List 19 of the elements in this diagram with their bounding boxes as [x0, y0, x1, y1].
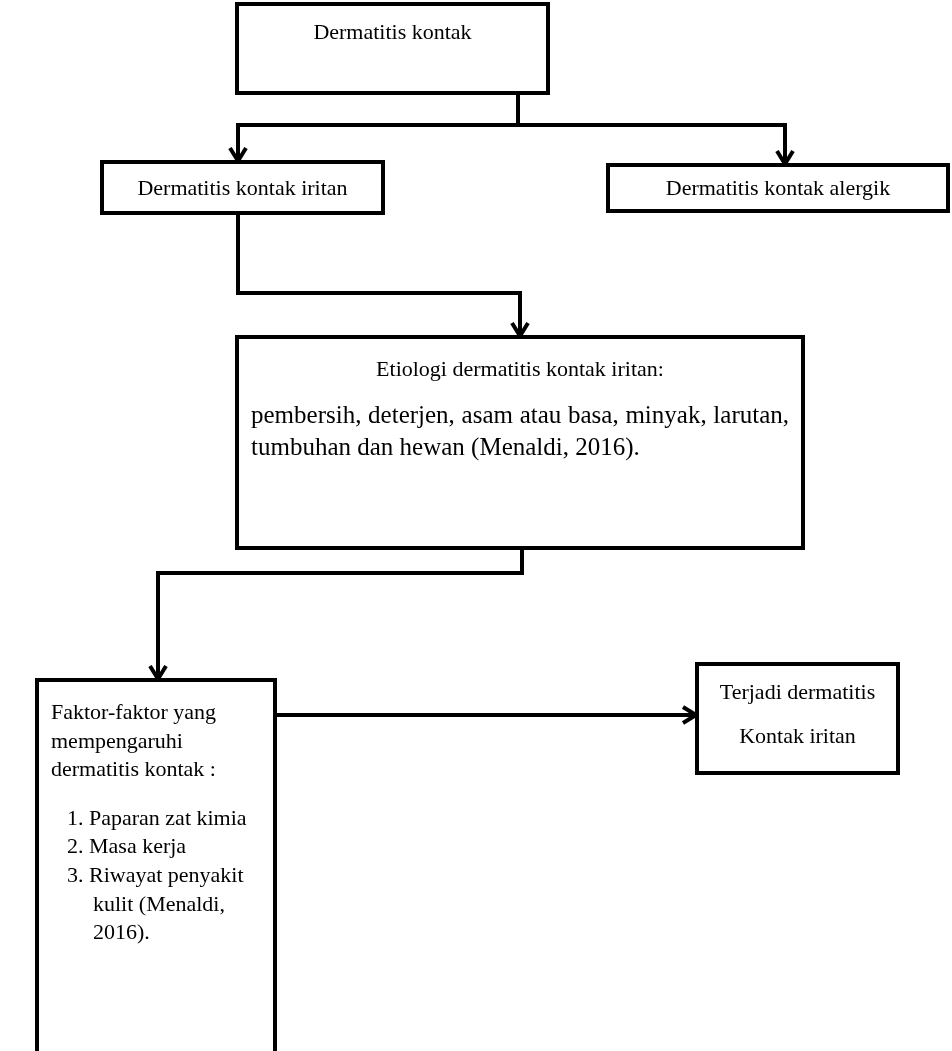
- process-box: [35, 678, 277, 1051]
- process-box: [100, 160, 385, 215]
- list-item: 1. Paparan zat kimia: [66, 803, 248, 832]
- process-box: [235, 335, 805, 550]
- box-text: Kontak iritan: [738, 721, 857, 749]
- arrow: [148, 550, 524, 681]
- arrow: [236, 215, 530, 338]
- process-box: [695, 662, 900, 775]
- box-text: Terjadi dermatitis: [718, 678, 877, 706]
- box-text: Dermatitis kontak alergik: [664, 174, 892, 202]
- box-heading: Faktor-faktor yang mempengaruhi dermatitis kontak :: [51, 698, 218, 784]
- list-item: 2. Masa kerja: [66, 832, 188, 861]
- box-text: Dermatitis kontak iritan: [136, 173, 349, 202]
- list-item: 3. Riwayat penyakit kulit (Menaldi, 2016).: [66, 860, 245, 947]
- box-heading: Etiologi dermatitis kontak iritan:: [375, 355, 665, 383]
- box-text: pembersih, deterjen, asam atau basa, minyak, larutan, tumbuhan dan hewan (Menaldi, 2016).: [251, 399, 789, 463]
- process-box: [606, 163, 950, 213]
- box-text: Dermatitis kontak: [312, 18, 473, 46]
- process-box: [235, 2, 550, 95]
